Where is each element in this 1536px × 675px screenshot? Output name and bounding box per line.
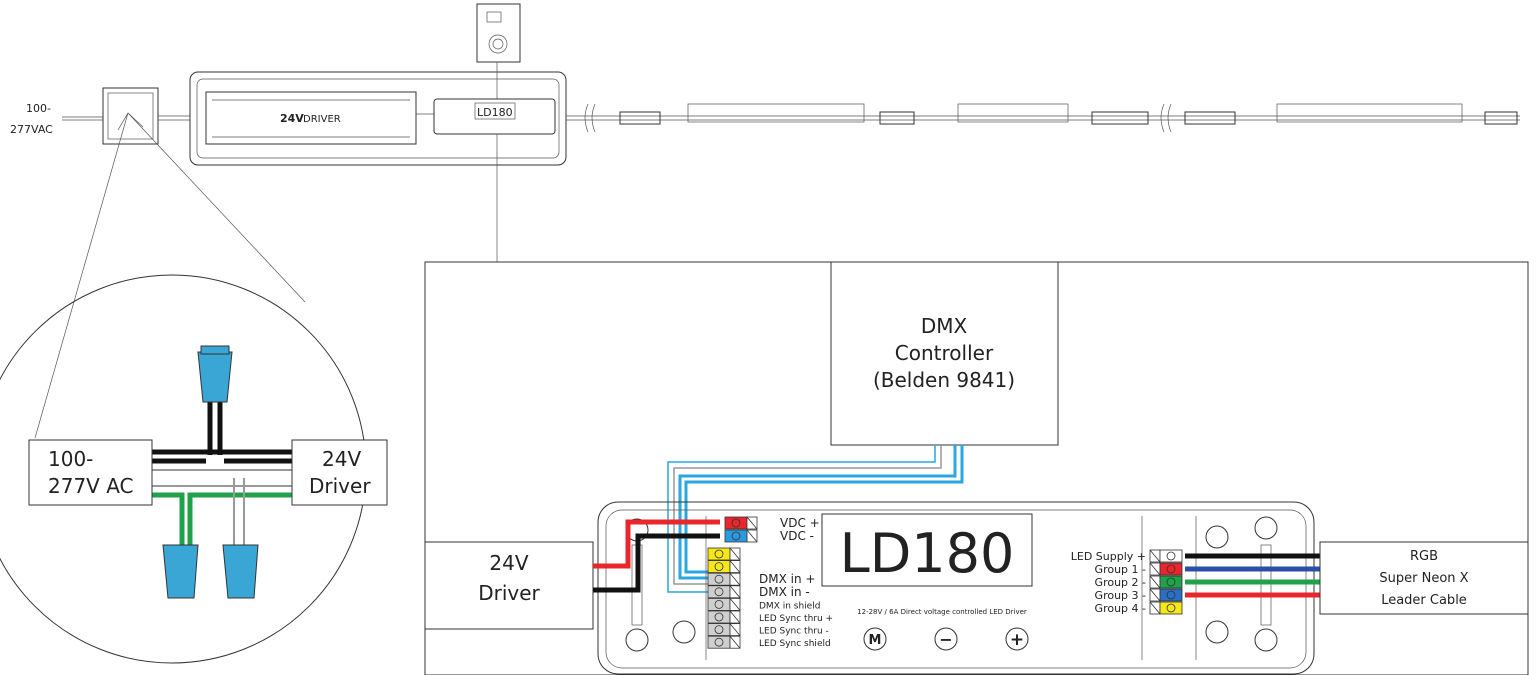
dmx-terminal-label: DMX in + <box>759 572 815 586</box>
output-line-2: Super Neon X <box>1379 571 1468 586</box>
output-terminal-label: Group 4 - <box>1095 602 1146 615</box>
dmx-controller-line-3: (Belden 9841) <box>873 368 1015 392</box>
dmx-keypad <box>476 3 521 63</box>
neon-segments <box>687 103 1463 123</box>
mode-button[interactable] <box>863 627 887 651</box>
output-terminal-label: Group 2 - <box>1095 576 1146 589</box>
vdc-terminals: VDC +VDC - <box>724 516 820 543</box>
strip-connectors <box>619 111 1518 125</box>
dmx-terminal-label: LED Sync thru - <box>759 627 829 637</box>
zoom-circle: 100- 277V AC 24V Driver <box>0 112 388 664</box>
output-terminal: Group 2 - <box>1095 575 1183 589</box>
zoom-driver-box <box>291 439 388 506</box>
vdc-terminal: VDC + <box>724 516 820 530</box>
ac-input-label: 100- <box>26 102 51 115</box>
minus-button[interactable] <box>934 627 958 651</box>
dmx-controller-line-2: Controller <box>895 341 994 365</box>
detail-driver-line-2: Driver <box>478 581 540 605</box>
enclosure-ld180 <box>433 98 556 135</box>
enclosure <box>189 71 567 166</box>
output-terminal: Group 1 - <box>1095 562 1183 576</box>
output-line-3: Leader Cable <box>1381 593 1467 608</box>
dmx-terminal: LED Sync thru - <box>707 623 829 637</box>
ac-input-label-2: 277VAC <box>10 123 53 136</box>
output-terminal: Group 4 - <box>1095 601 1183 615</box>
dmx-terminal: LED Sync thru + <box>707 610 833 624</box>
mode-button-label: M <box>869 633 882 648</box>
wire-nut-top <box>197 345 233 403</box>
vdc-terminal-label: VDC - <box>780 529 814 543</box>
dmx-terminal: DMX in shield <box>707 598 820 611</box>
zoom-driver-label-1: 24V <box>322 447 361 471</box>
dmx-terminal: DMX in + <box>707 572 815 586</box>
enclosure-driver-label: DRIVER <box>303 114 341 125</box>
ld180-buttons: M − + <box>863 627 1029 651</box>
output-terminals: LED Supply +Group 1 -Group 2 -Group 3 -G… <box>1071 549 1183 615</box>
dmx-controller-line-1: DMX <box>921 314 968 338</box>
dmx-terminal-label: LED Sync shield <box>759 639 831 649</box>
dmx-terminal <box>707 560 741 573</box>
enclosure-ld180-label: LD180 <box>477 106 513 119</box>
dmx-terminal: LED Sync shield <box>707 635 831 649</box>
zoom-ac-label-2: 277V AC <box>48 474 134 498</box>
wiring-detail: DMX Controller (Belden 9841) 24V Driver <box>424 261 1529 675</box>
wire-nut-right <box>222 544 259 599</box>
ld180-label-panel <box>821 513 1033 587</box>
ld180-title: LD180 <box>840 522 1015 585</box>
output-terminal-label: Group 3 - <box>1095 589 1146 602</box>
top-row: 100- 277VAC 24V DRIVER LD180 <box>10 3 1520 262</box>
output-terminal: Group 3 - <box>1095 588 1183 602</box>
dmx-terminal <box>707 547 741 561</box>
output-cable-box <box>1319 541 1529 615</box>
wire-nut-left <box>162 544 199 599</box>
dmx-terminal: DMX in - <box>707 585 810 599</box>
output-line-1: RGB <box>1410 549 1438 564</box>
plus-button[interactable] <box>1005 627 1029 651</box>
enclosure-driver-label-bold: 24V <box>280 112 304 125</box>
zoom-ac-box <box>28 439 153 506</box>
vdc-terminal: VDC - <box>724 529 814 543</box>
vdc-terminal-label: VDC + <box>780 516 820 530</box>
dmx-terminal-label: LED Sync thru + <box>759 614 833 624</box>
dmx-cable <box>667 445 964 593</box>
dmx-controller-box <box>830 261 1059 446</box>
output-terminal-label: Group 1 - <box>1095 563 1146 576</box>
minus-button-label: − <box>939 630 952 649</box>
output-terminal: LED Supply + <box>1071 549 1183 563</box>
dmx-terminal-label: DMX in shield <box>759 601 820 611</box>
output-terminal-label: LED Supply + <box>1071 550 1146 563</box>
detail-driver-line-1: 24V <box>489 551 528 575</box>
detail-driver-box <box>424 541 594 630</box>
ld180-subtitle: 12-28V / 6A Direct voltage controlled LE… <box>857 608 1027 616</box>
enclosure-driver <box>205 91 417 145</box>
plus-button-label: + <box>1010 630 1024 650</box>
dmx-terminal-label: DMX in - <box>759 585 810 599</box>
zoom-driver-label-2: Driver <box>309 474 371 498</box>
zoom-ac-label-1: 100- <box>48 447 93 471</box>
